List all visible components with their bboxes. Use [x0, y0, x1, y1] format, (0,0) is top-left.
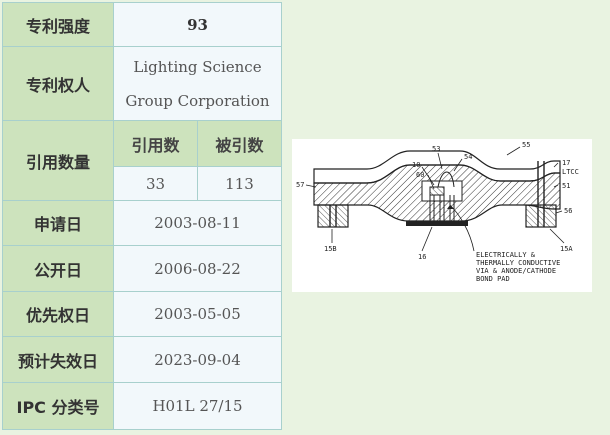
cited-count-header: 被引数: [197, 120, 282, 167]
strength-value: 93: [113, 2, 282, 47]
label-60: 60: [416, 171, 424, 179]
citations-label: 引用数量: [2, 120, 114, 201]
label-53: 53: [432, 145, 440, 153]
lead-15a: [525, 204, 557, 228]
label-16: 16: [418, 253, 426, 261]
row-priority-date: 优先权日 2003-05-05: [2, 291, 282, 337]
strength-label: 专利强度: [2, 2, 114, 47]
row-citations-header: 引用数量 引用数 被引数: [2, 120, 282, 201]
note-line4: BOND PAD: [476, 275, 510, 283]
row-strength: 专利强度 93: [2, 2, 282, 47]
apply-date-label: 申请日: [2, 200, 114, 246]
row-ipc: IPC 分类号 H01L 27/15: [2, 382, 282, 430]
note-line1: ELECTRICALLY &: [476, 251, 536, 259]
patent-drawing-svg: 53 54 55 10 60 17 LTCC 51 57 56 15A 15B …: [296, 141, 579, 283]
row-publish-date: 公开日 2006-08-22: [2, 245, 282, 292]
cited-count-value: 113: [197, 166, 282, 201]
label-15a: 15A: [560, 245, 573, 253]
expiry-date-label: 预计失效日: [2, 336, 114, 383]
patent-drawing: 53 54 55 10 60 17 LTCC 51 57 56 15A 15B …: [292, 139, 592, 292]
patent-info-table: 专利强度 93 专利权人 Lighting Science Group Corp…: [2, 2, 282, 430]
owner-value-line2: Group Corporation: [125, 91, 270, 110]
ipc-label: IPC 分类号: [2, 382, 114, 430]
row-owner: 专利权人 Lighting Science Group Corporation: [2, 46, 282, 121]
label-10: 10: [412, 161, 420, 169]
owner-label: 专利权人: [2, 46, 114, 121]
cite-count-value: 33: [113, 166, 198, 201]
label-17: 17: [562, 159, 570, 167]
owner-value: Lighting Science Group Corporation: [113, 46, 282, 121]
ipc-value: H01L 27/15: [113, 382, 282, 430]
led-die: [429, 186, 445, 196]
bond-wire: [437, 171, 455, 188]
row-citations-values: 33 113: [3, 166, 282, 201]
label-ltcc: LTCC: [562, 168, 579, 176]
bond-pad-16: [406, 221, 468, 226]
priority-date-value: 2003-05-05: [113, 291, 282, 337]
publish-date-value: 2006-08-22: [113, 245, 282, 292]
label-51: 51: [562, 182, 570, 190]
lead-15b: [317, 204, 349, 228]
note-line2: THERMALLY CONDUCTIVE: [476, 259, 560, 267]
cite-count-header: 引用数: [113, 120, 198, 167]
row-expiry-date: 预计失效日 2023-09-04: [2, 336, 282, 383]
publish-date-label: 公开日: [2, 245, 114, 292]
priority-date-label: 优先权日: [2, 291, 114, 337]
row-apply-date: 申请日 2003-08-11: [2, 200, 282, 246]
note-line3: VIA & ANODE/CATHODE: [476, 267, 556, 275]
label-54: 54: [464, 153, 472, 161]
label-56: 56: [564, 207, 572, 215]
apply-date-value: 2003-08-11: [113, 200, 282, 246]
label-57: 57: [296, 181, 304, 189]
label-55: 55: [522, 141, 530, 149]
label-15b: 15B: [324, 245, 337, 253]
expiry-date-value: 2023-09-04: [113, 336, 282, 383]
owner-value-line1: Lighting Science: [133, 57, 262, 76]
